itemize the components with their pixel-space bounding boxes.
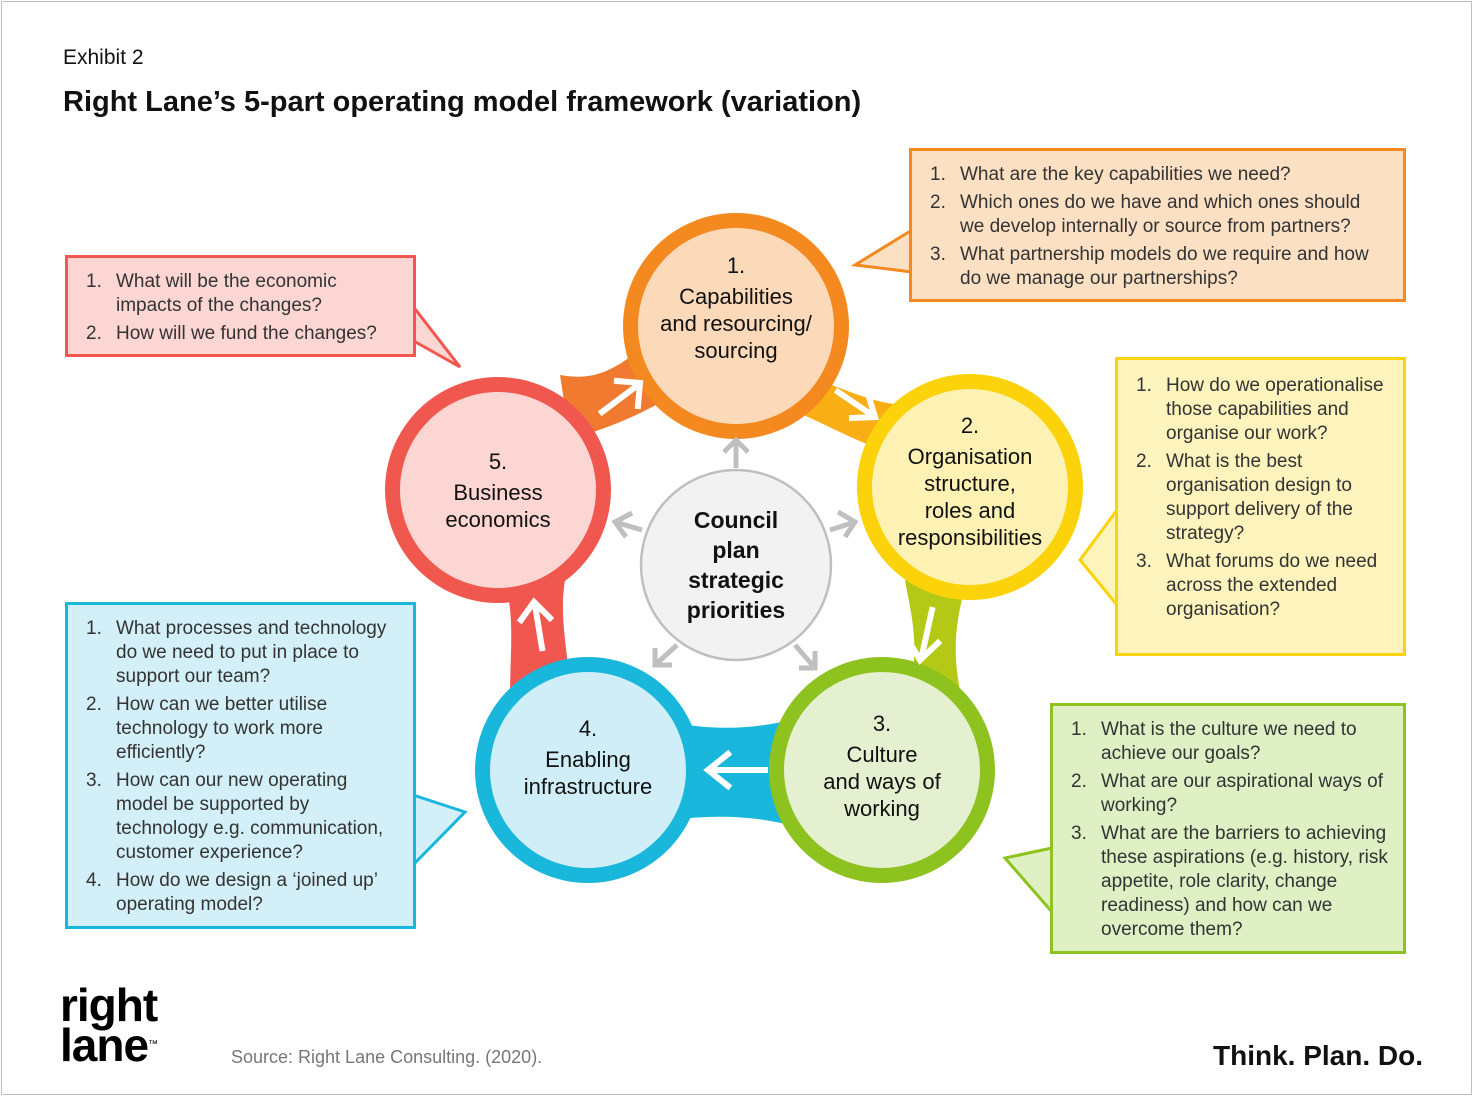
center-label: Council plan strategic priorities: [656, 505, 816, 625]
question-box-organisation: 1.How do we operationalise those capabil…: [1115, 357, 1406, 656]
arrow-1-to-2: [833, 387, 879, 422]
circle-label-capabilities: 1. Capabilities and resourcing/ sourcing: [646, 252, 826, 364]
callout-pointer-capabilities: [850, 227, 914, 274]
circle-line: and ways of: [823, 769, 941, 794]
question-item: 3.What are the barriers to achieving the…: [1071, 823, 1388, 940]
circle-number: 4.: [578, 716, 598, 741]
circle-line: working: [844, 796, 920, 821]
circle-infrastructure: [475, 657, 701, 883]
center-line: strategic: [688, 567, 784, 593]
circle-capabilities: [623, 213, 849, 439]
arrow-5-to-1: [597, 377, 644, 417]
question-item: 1.How do we operationalise those capabil…: [1136, 375, 1384, 444]
center-arrow-left: [611, 510, 643, 539]
circle-label-economics: 5. Business economics: [408, 448, 588, 533]
tagline: Think. Plan. Do.: [1212, 1040, 1423, 1071]
callout-pointer-culture: [1002, 846, 1054, 917]
center-circle: [639, 468, 833, 662]
center-arrow-lower-left: [652, 643, 679, 668]
circle-culture: [769, 657, 995, 883]
center-line: priorities: [686, 597, 786, 623]
question-item: 2.Which ones do we have and which ones s…: [930, 192, 1361, 237]
question-box-capabilities: 1.What are the key capabilities we need?…: [909, 148, 1406, 302]
circle-number: 2.: [960, 413, 980, 438]
trademark-mark: ™: [148, 1039, 158, 1050]
logo-line: lane: [60, 1019, 149, 1071]
arrow-3-to-4: [703, 749, 768, 791]
exhibit-label: Exhibit 2: [63, 46, 144, 69]
circle-label-organisation: 2. Organisation structure, roles and res…: [880, 412, 1060, 551]
circle-line: and resourcing/: [660, 311, 812, 336]
circle-line: Culture: [846, 742, 918, 767]
circle-line: infrastructure: [523, 774, 653, 799]
circle-line: Organisation: [907, 444, 1033, 469]
circle-line: sourcing: [694, 338, 778, 363]
center-line: Council: [693, 507, 779, 533]
circle-line: Capabilities: [679, 284, 793, 309]
callout-pointer-economics: [410, 300, 462, 369]
circle-economics: [385, 377, 611, 603]
question-item: 1.What processes and technology do we ne…: [86, 618, 387, 687]
center-arrow-lower-right: [793, 643, 818, 671]
source-note: Source: Right Lane Consulting. (2020).: [231, 1047, 543, 1067]
circle-line: economics: [445, 507, 551, 532]
circle-line: Enabling: [545, 747, 631, 772]
question-box-culture: 1.What is the culture we need to achieve…: [1050, 703, 1406, 954]
right-lane-logo: right lane™: [60, 979, 158, 1068]
arrow-2-to-3: [902, 606, 943, 665]
question-item: 1.What will be the economic impacts of t…: [86, 271, 337, 316]
circle-label-infrastructure: 4. Enabling infrastructure: [498, 715, 678, 800]
center-arrow-right: [829, 509, 859, 539]
question-item: 1.What is the culture we need to achieve…: [1071, 719, 1357, 764]
circle-line: Business: [453, 480, 543, 505]
question-item: 3.How can our new operating model be sup…: [86, 770, 384, 863]
circle-line: roles and: [924, 498, 1016, 523]
question-box-infrastructure: 1.What processes and technology do we ne…: [65, 602, 416, 929]
question-item: 2.What is the best organisation design t…: [1136, 451, 1353, 544]
question-box-economics: 1.What will be the economic impacts of t…: [65, 255, 416, 357]
question-item: 2.How will we fund the changes?: [86, 323, 377, 344]
question-item: 3.What forums do we need across the exte…: [1136, 551, 1378, 620]
circle-number: 3.: [872, 711, 892, 736]
circle-label-culture: 3. Culture and ways of working: [792, 710, 972, 822]
center-line: plan: [712, 537, 760, 563]
question-item: 2.What are our aspirational ways of work…: [1071, 771, 1383, 816]
circle-line: responsibilities: [897, 525, 1043, 550]
circle-number: 5.: [488, 449, 508, 474]
circle-line: structure,: [924, 471, 1016, 496]
question-item: 2.How can we better utilise technology t…: [86, 694, 328, 763]
callout-pointer-organisation: [1078, 505, 1119, 610]
circle-number: 1.: [726, 253, 746, 278]
page-title: Right Lane’s 5-part operating model fram…: [63, 86, 862, 118]
circle-organisation: [857, 374, 1083, 600]
arrow-4-to-5: [516, 597, 555, 652]
question-item: 3.What partnership models do we require …: [930, 244, 1369, 289]
logo-line: right: [60, 979, 158, 1031]
callout-pointer-infrastructure: [411, 792, 468, 869]
question-item: 1.What are the key capabilities we need?: [930, 164, 1291, 185]
center-arrow-up: [722, 436, 750, 468]
question-item: 4.How do we design a ‘joined up’ operati…: [86, 870, 378, 915]
